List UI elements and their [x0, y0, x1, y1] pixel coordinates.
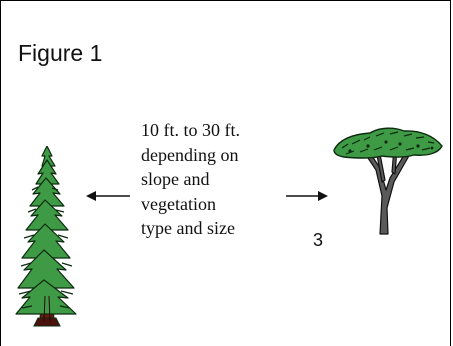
arrow-left-icon: [86, 191, 130, 201]
page-number: 3: [313, 230, 324, 250]
spacing-caption: 10 ft. to 30 ft. depending on slope and …: [141, 118, 291, 241]
figure-title: Figure 1: [18, 40, 103, 66]
caption-line: vegetation: [141, 193, 216, 214]
caption-line: slope and: [141, 169, 210, 189]
acacia-tree-icon: [333, 127, 443, 235]
arrow-right-icon: [286, 191, 328, 201]
caption-line: depending on: [141, 144, 239, 165]
conifer-tree-icon: [15, 146, 77, 327]
caption-line: 10 ft. to 30 ft.: [141, 120, 240, 140]
caption-line: type and size: [141, 218, 235, 238]
